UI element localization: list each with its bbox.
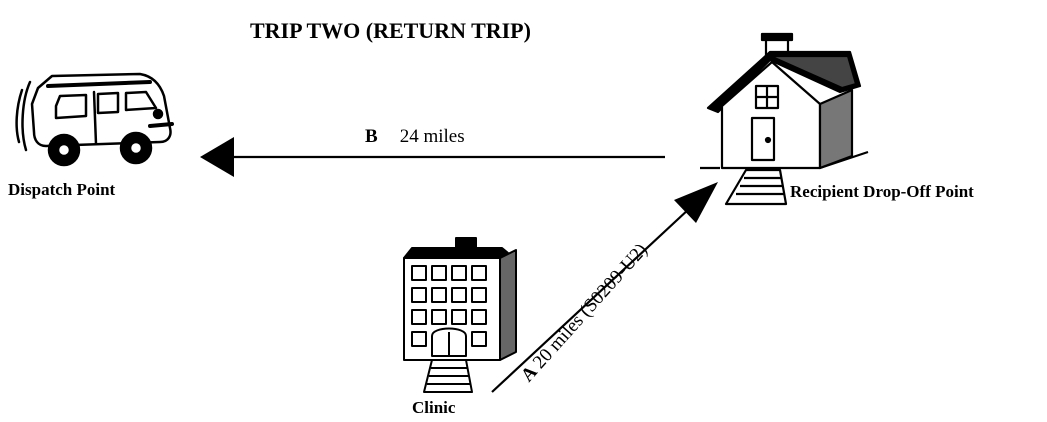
clinic-label: Clinic xyxy=(412,398,456,417)
arrow-a xyxy=(491,182,718,393)
dispatch-point-label: Dispatch Point xyxy=(8,180,116,199)
segment-b-distance: 24 miles xyxy=(399,126,465,147)
segment-b-label: B 24 miles xyxy=(365,126,465,148)
van-icon xyxy=(15,72,174,167)
house-icon xyxy=(700,32,869,206)
diagram-title: TRIP TWO (RETURN TRIP) xyxy=(250,18,531,43)
recipient-drop-off-label: Recipient Drop-Off Point xyxy=(790,182,974,201)
arrow-b xyxy=(200,137,665,177)
building-icon xyxy=(403,237,517,393)
segment-b-letter: B xyxy=(365,126,378,147)
